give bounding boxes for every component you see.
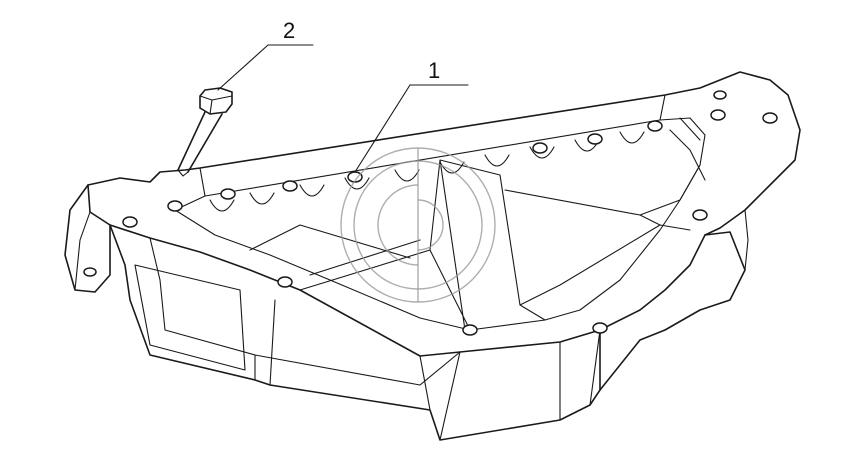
front-wall-edge — [149, 237, 461, 386]
callout-1-number: 1 — [428, 58, 440, 83]
internal-ribs — [249, 159, 661, 331]
circular-logo-watermark — [340, 147, 496, 303]
flange-bolt-holes — [83, 90, 778, 336]
rear-wall-edge — [199, 94, 666, 197]
bolt-shank — [177, 111, 223, 173]
bolt-boss-row — [209, 131, 645, 212]
callout-2: 2 — [217, 18, 314, 91]
bolt-part — [177, 87, 233, 177]
right-end-wall — [599, 231, 746, 391]
front-wall — [109, 224, 601, 441]
callout-2-number: 2 — [283, 18, 295, 43]
oil-pan-part — [64, 71, 801, 441]
bolt-head — [199, 87, 233, 115]
callout-1: 1 — [354, 58, 469, 173]
